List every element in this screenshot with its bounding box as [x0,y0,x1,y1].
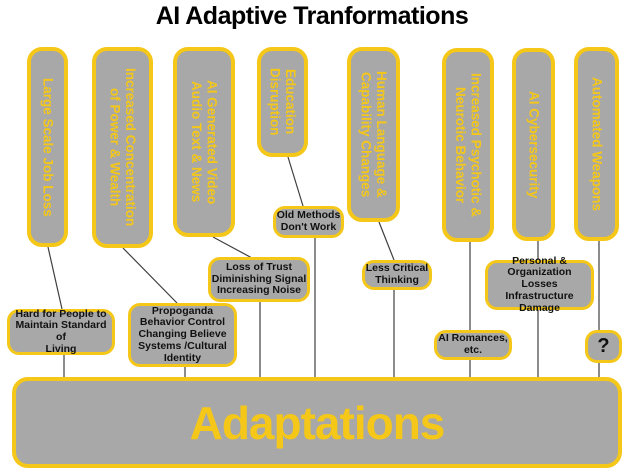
transformation-label: Automated Weapons [589,76,605,211]
connector-education-oldmethods [287,156,304,207]
connector-jobloss-standardofliving [47,246,63,310]
adaptations-label: Adaptations [189,396,446,449]
connector-powerwealth-propoganda [122,247,178,304]
impact-loss-of-trust: Loss of Trust Diminishing Signal Increas… [208,257,310,302]
impact-unknown-question-mark: ? [585,330,622,363]
impact-personal-organization-losses: Personal & Organization Losses Infrastru… [485,255,594,314]
transformation-label: Education Disruption [267,68,299,136]
transformation-education-disruption: Education Disruption [257,47,308,157]
transformation-label: Increased Psychotic & Neurotic Behavior [453,72,484,218]
impact-propoganda-behavior-control: Propoganda Behavior Control Changing Bel… [128,303,237,367]
page-title: AI Adaptive Tranformations [155,2,469,30]
transformation-label: Increased Concentration of Power & Wealt… [107,68,139,227]
transformation-human-language-changes: Human Language & Capability Changes [347,47,400,222]
transformation-ai-generated-media: AI Generated Video Audio Text & News [173,47,235,237]
transformation-concentration-power-wealth: Increased Concentration of Power & Wealt… [92,47,153,248]
transformation-label: AI Generated Video Audio Text & News [189,79,220,205]
connector-generatedmedia-lossoftrust [212,236,253,259]
transformation-ai-cybersecurity: AI Cybersecurity [512,48,555,241]
impact-old-methods-dont-work: Old Methods Don't Work [273,206,344,238]
transformation-automated-weapons: Automated Weapons [574,47,619,241]
impact-hard-to-maintain-standard-of-living: Hard for People to Maintain Standard of … [7,308,115,355]
connector-humanlanguage-lesscritical [378,221,395,261]
transformation-label: Human Language & Capability Changes [358,71,390,198]
transformation-psychotic-neurotic-behavior: Increased Psychotic & Neurotic Behavior [442,48,494,242]
impact-ai-romances: AI Romances, etc. [434,330,512,360]
transformation-label: AI Cybersecurity [526,90,542,199]
transformation-label: Large Scale Job Loss [40,77,56,217]
adaptations-box: Adaptations [12,377,622,468]
impact-less-critical-thinking: Less Critical Thinking [362,260,432,290]
transformation-large-scale-job-loss: Large Scale Job Loss [27,47,68,247]
